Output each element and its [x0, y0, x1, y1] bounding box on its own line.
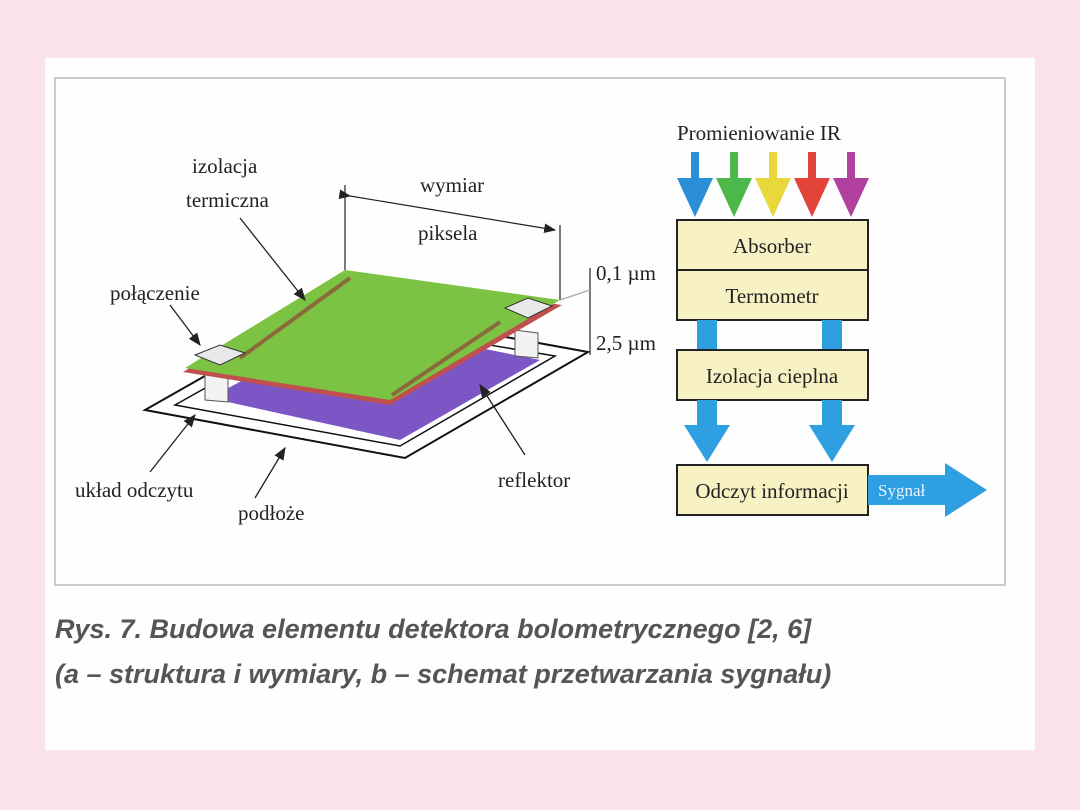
label-piksela: piksela [418, 221, 478, 245]
leader-polaczenie [169, 304, 201, 347]
label-reflektor: reflektor [498, 468, 570, 492]
pillar-right [514, 329, 539, 359]
leader-reflektor [479, 383, 526, 456]
leader-podloze [254, 446, 286, 499]
label-polaczenie: połączenie [110, 281, 200, 305]
block-absorber [676, 219, 869, 271]
label-uklad-odczytu: układ odczytu [75, 478, 194, 502]
leader-izolacja [239, 217, 306, 302]
absorber-plate [185, 270, 560, 400]
caption-line-2: (a – struktura i wymiary, b – schemat pr… [55, 659, 831, 689]
ir-arrows [677, 152, 869, 217]
caption-line-1: Rys. 7. Budowa elementu detektora bolome… [55, 614, 812, 644]
block-izolacja-label: Izolacja cieplna [706, 364, 839, 388]
isolation-leg-left [238, 276, 352, 360]
label-termiczna: termiczna [186, 188, 269, 212]
block-termometr-label: Termometr [726, 284, 819, 308]
ir-arrow [794, 152, 830, 217]
connector-right [503, 297, 554, 319]
block-termometr [676, 269, 869, 321]
isolation-leg-right [390, 320, 502, 397]
figure-frame [54, 77, 1006, 586]
flow-bar-right [822, 320, 842, 350]
label-promieniowanie: Promieniowanie IR [677, 121, 841, 145]
bolometer-structure [142, 270, 591, 460]
signal-label: Sygnał [878, 481, 926, 500]
connector-left [193, 344, 247, 366]
flow-arrow-right [809, 400, 855, 462]
flow-bar-left [697, 320, 717, 350]
block-odczyt-label: Odczyt informacji [695, 479, 849, 503]
ir-arrow [833, 152, 869, 217]
label-thickness-gap: 2,5 µm [596, 331, 656, 355]
leader-uklad [149, 413, 196, 473]
label-thickness-top: 0,1 µm [596, 261, 656, 285]
ir-arrow [677, 152, 713, 217]
ir-arrow [755, 152, 791, 217]
label-wymiar: wymiar [420, 173, 484, 197]
ir-arrow [716, 152, 752, 217]
block-odczyt [676, 464, 869, 516]
block-absorber-label: Absorber [733, 234, 811, 258]
block-izolacja [676, 349, 869, 401]
label-izolacja: izolacja [192, 154, 258, 178]
flow-arrow-left [684, 400, 730, 462]
pixel-dimension [338, 185, 591, 355]
label-podloze: podłoże [238, 501, 304, 525]
signal-arrow [868, 463, 987, 517]
